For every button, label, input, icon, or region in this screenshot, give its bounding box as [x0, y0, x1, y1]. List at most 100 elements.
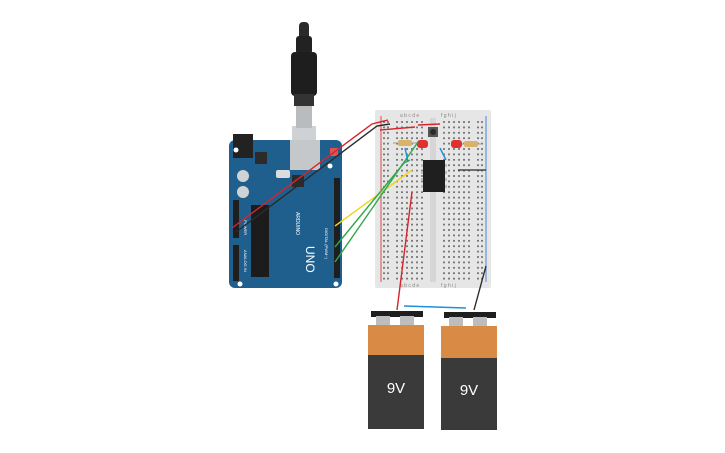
- breadboard-hole: [463, 245, 465, 248]
- breadboard-hole: [383, 180, 385, 183]
- breadboard-hole: [463, 121, 465, 123]
- breadboard-hole: [387, 169, 389, 172]
- breadboard-hole: [458, 272, 460, 275]
- breadboard-hole: [458, 137, 460, 140]
- breadboard-hole: [401, 148, 403, 150]
- breadboard-hole: [481, 202, 483, 204]
- breadboard-hole: [458, 153, 460, 156]
- wire-black: [235, 123, 391, 233]
- breadboard-hole: [448, 234, 450, 237]
- breadboard-hole: [448, 191, 450, 194]
- breadboard-hole: [411, 223, 413, 226]
- breadboard-hole: [453, 196, 455, 199]
- led-red: [451, 140, 462, 148]
- breadboard-hole: [411, 131, 413, 134]
- breadboard-hole: [416, 169, 418, 172]
- breadboard-hole: [421, 256, 423, 258]
- breadboard-hole: [481, 137, 483, 140]
- breadboard-hole: [406, 239, 408, 242]
- breadboard-hole: [416, 223, 418, 226]
- breadboard-hole: [416, 239, 418, 242]
- breadboard-hole: [383, 277, 385, 280]
- breadboard-hole: [406, 202, 408, 204]
- breadboard-hole: [458, 234, 460, 237]
- breadboard-hole: [453, 202, 455, 204]
- breadboard-hole: [443, 196, 445, 199]
- breadboard-letters-right-bottom: f g h i j: [441, 283, 456, 289]
- breadboard-hole: [448, 277, 450, 280]
- breadboard-hole: [411, 158, 413, 161]
- breadboard-hole: [416, 131, 418, 134]
- breadboard-hole: [453, 153, 455, 156]
- breadboard-hole: [401, 196, 403, 199]
- breadboard-hole: [468, 121, 470, 123]
- breadboard-hole: [463, 191, 465, 194]
- breadboard-hole: [458, 277, 460, 280]
- breadboard-hole: [383, 250, 385, 253]
- battery-1: 9V: [368, 311, 424, 429]
- breadboard-hole: [421, 218, 423, 221]
- breadboard-hole: [477, 207, 479, 210]
- breadboard-hole: [411, 207, 413, 210]
- breadboard-hole: [458, 158, 460, 161]
- breadboard-hole: [453, 175, 455, 177]
- breadboard-hole: [443, 261, 445, 264]
- breadboard-hole: [401, 202, 403, 204]
- breadboard-hole: [421, 158, 423, 161]
- crystal: [276, 170, 290, 178]
- breadboard-hole: [448, 137, 450, 140]
- breadboard-hole: [396, 148, 398, 150]
- breadboard-hole: [477, 191, 479, 194]
- breadboard-hole: [463, 148, 465, 150]
- breadboard-hole: [421, 126, 423, 129]
- breadboard-hole: [481, 266, 483, 269]
- breadboard-hole: [448, 148, 450, 150]
- breadboard-hole: [448, 185, 450, 188]
- breadboard-hole: [416, 121, 418, 123]
- battery-2-label: 9V: [460, 382, 478, 399]
- breadboard-hole: [416, 212, 418, 215]
- breadboard-hole: [383, 158, 385, 161]
- breadboard-hole: [387, 250, 389, 253]
- breadboard-hole: [481, 121, 483, 123]
- breadboard-hole: [443, 202, 445, 204]
- breadboard-hole: [421, 148, 423, 150]
- breadboard-hole: [443, 256, 445, 258]
- breadboard-hole: [453, 277, 455, 280]
- breadboard-hole: [448, 256, 450, 258]
- breadboard-hole: [453, 126, 455, 129]
- breadboard-hole: [453, 266, 455, 269]
- breadboard-hole: [453, 256, 455, 258]
- breadboard-hole: [481, 256, 483, 258]
- breadboard-hole: [411, 153, 413, 156]
- breadboard-hole: [421, 169, 423, 172]
- breadboard-hole: [458, 229, 460, 231]
- breadboard-hole: [406, 266, 408, 269]
- breadboard-hole: [401, 131, 403, 134]
- breadboard-hole: [448, 158, 450, 161]
- breadboard-hole: [463, 180, 465, 183]
- breadboard-hole: [453, 245, 455, 248]
- breadboard-hole: [481, 180, 483, 183]
- breadboard-hole: [401, 256, 403, 258]
- breadboard-hole: [383, 229, 385, 231]
- breadboard-hole: [401, 158, 403, 161]
- breadboard-hole: [401, 229, 403, 231]
- breadboard-hole: [448, 126, 450, 129]
- breadboard-hole: [383, 175, 385, 177]
- breadboard-hole: [387, 164, 389, 167]
- breadboard-hole: [401, 180, 403, 183]
- ic-pin: [445, 178, 447, 181]
- breadboard-hole: [383, 131, 385, 134]
- breadboard-hole: [416, 191, 418, 194]
- wire-blue: [439, 147, 447, 161]
- breadboard-hole: [443, 207, 445, 210]
- breadboard-hole: [468, 191, 470, 194]
- breadboard-hole: [406, 196, 408, 199]
- breadboard-hole: [448, 175, 450, 177]
- breadboard-hole: [406, 250, 408, 253]
- breadboard-hole: [477, 223, 479, 226]
- wire-yellow: [334, 169, 413, 227]
- breadboard-hole: [477, 158, 479, 161]
